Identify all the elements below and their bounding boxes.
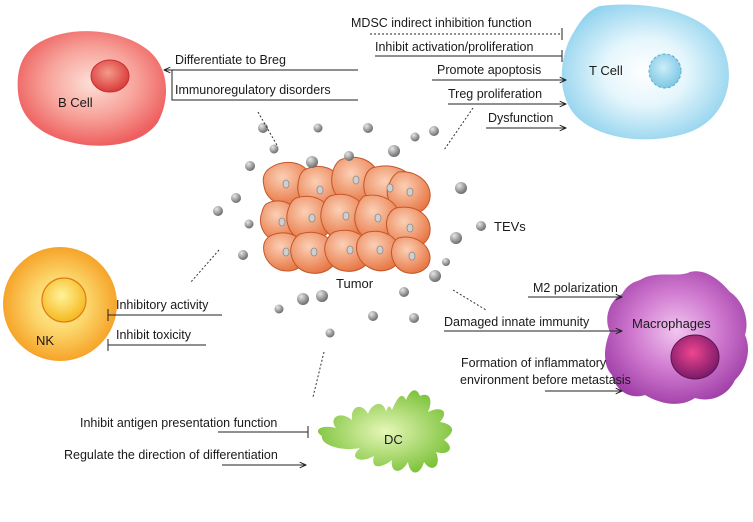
macrophage-effect-innate: Damaged innate immunity — [444, 315, 590, 329]
connector-lines — [189, 107, 487, 398]
macrophage-arrows — [444, 297, 622, 391]
t-cell-label: T Cell — [589, 63, 623, 78]
macrophage — [605, 271, 749, 404]
dc-label: DC — [384, 432, 403, 447]
tumor-cluster — [260, 156, 431, 274]
tevs-label: TEVs — [494, 219, 526, 234]
dendritic-cell — [317, 390, 453, 473]
macrophage-effect-m2: M2 polarization — [533, 281, 618, 295]
macrophage-effect-inflammatory-1: Formation of inflammatory — [461, 356, 607, 370]
macrophages-label: Macrophages — [632, 316, 711, 331]
t-cell-effect-mdsc: MDSC indirect inhibition function — [351, 16, 532, 30]
tev-particles — [213, 123, 486, 338]
macrophage-effect-inflammatory-2: environment before metastasis — [460, 373, 631, 387]
b-cell-effect-immunoregulatory: Immunoregulatory disorders — [175, 83, 331, 97]
b-cell-arrows — [164, 70, 358, 101]
t-cell-effect-apoptosis: Promote apoptosis — [437, 63, 542, 77]
dc-lines — [218, 426, 309, 465]
t-cell-effect-treg: Treg proliferation — [448, 87, 543, 101]
tumor-label: Tumor — [336, 276, 374, 291]
b-cell — [17, 31, 167, 146]
t-cell-arrows — [370, 28, 566, 128]
dc-effect-differentiation: Regulate the direction of differentiatio… — [64, 448, 278, 462]
t-cell-effect-activation: Inhibit activation/proliferation — [375, 40, 534, 54]
nk-inhibit-lines — [107, 309, 222, 351]
nk-cell — [3, 247, 117, 361]
t-cell-effect-dysfunction: Dysfunction — [488, 111, 554, 125]
nk-effect-toxicity: Inhibit toxicity — [116, 328, 192, 342]
nk-label: NK — [36, 333, 55, 348]
b-cell-effect-breg: Differentiate to Breg — [175, 53, 286, 67]
nk-effect-inhibitory: Inhibitory activity — [116, 298, 209, 312]
b-cell-label: B Cell — [58, 95, 93, 110]
dc-effect-antigen: Inhibit antigen presentation function — [80, 416, 278, 430]
t-cell — [561, 4, 729, 140]
